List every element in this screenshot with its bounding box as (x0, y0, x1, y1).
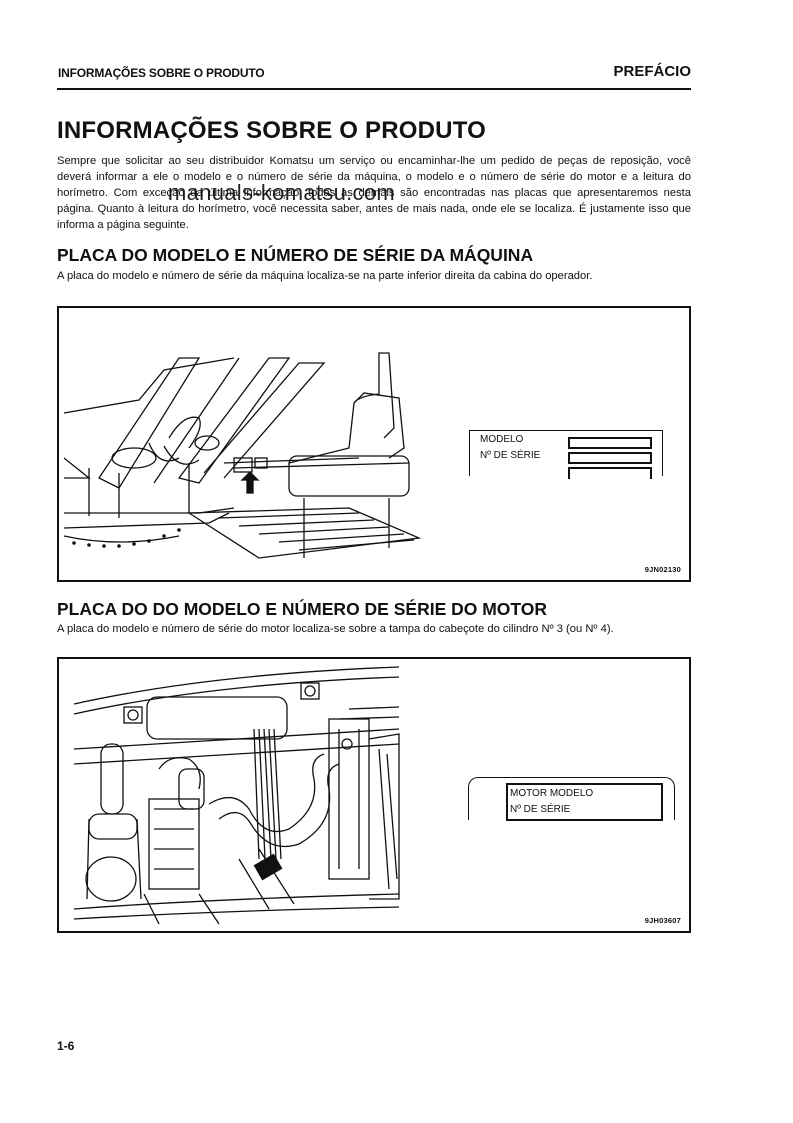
plate-label-model: MODELO (480, 434, 524, 445)
page-title: INFORMAÇÕES SOBRE O PRODUTO (57, 117, 486, 144)
figure-machine-plate: MODELO Nº DE SÉRIE 9JN02130 (57, 306, 691, 582)
plate-label-serial: Nº DE SÉRIE (480, 450, 541, 461)
engine-plate-frame: MOTOR MODELO Nº DE SÉRIE (506, 783, 663, 821)
header-chapter-title: PREFÁCIO (613, 63, 691, 80)
section-title-engine-plate: PLACA DO DO MODELO E NÚMERO DE SÉRIE DO … (57, 599, 548, 619)
page-number: 1-6 (57, 1039, 75, 1053)
figure-id: 9JH03607 (644, 916, 681, 925)
plate-label-engine-model: MOTOR MODELO (510, 788, 594, 799)
engine-plate-callout: MOTOR MODELO Nº DE SÉRIE (468, 777, 675, 821)
header-section-title: INFORMAÇÕES SOBRE O PRODUTO (58, 66, 265, 80)
plate-field-extra (568, 467, 652, 479)
machine-plate-callout: MODELO Nº DE SÉRIE (469, 430, 663, 479)
engine-compartment-illustration (73, 666, 400, 925)
plate-label-engine-serial: Nº DE SÉRIE (510, 804, 571, 815)
running-header: INFORMAÇÕES SOBRE O PRODUTO PREFÁCIO (57, 62, 691, 90)
figure-engine-plate: MOTOR MODELO Nº DE SÉRIE 9JH03607 (57, 657, 691, 933)
watermark: manuals-komatsu.com (168, 180, 395, 205)
intro-paragraph: Sempre que solicitar ao seu distribuidor… (57, 155, 691, 231)
section-title-machine-plate: PLACA DO MODELO E NÚMERO DE SÉRIE DA MÁQ… (57, 245, 534, 265)
figure-id: 9JN02130 (644, 565, 681, 574)
section-desc-machine-plate: A placa do modelo e número de série da m… (57, 270, 593, 282)
excavator-cab-illustration (63, 352, 422, 559)
plate-field-serial (568, 452, 652, 464)
plate-field-model (568, 437, 652, 449)
section-desc-engine-plate: A placa do modelo e número de série do m… (57, 623, 614, 635)
